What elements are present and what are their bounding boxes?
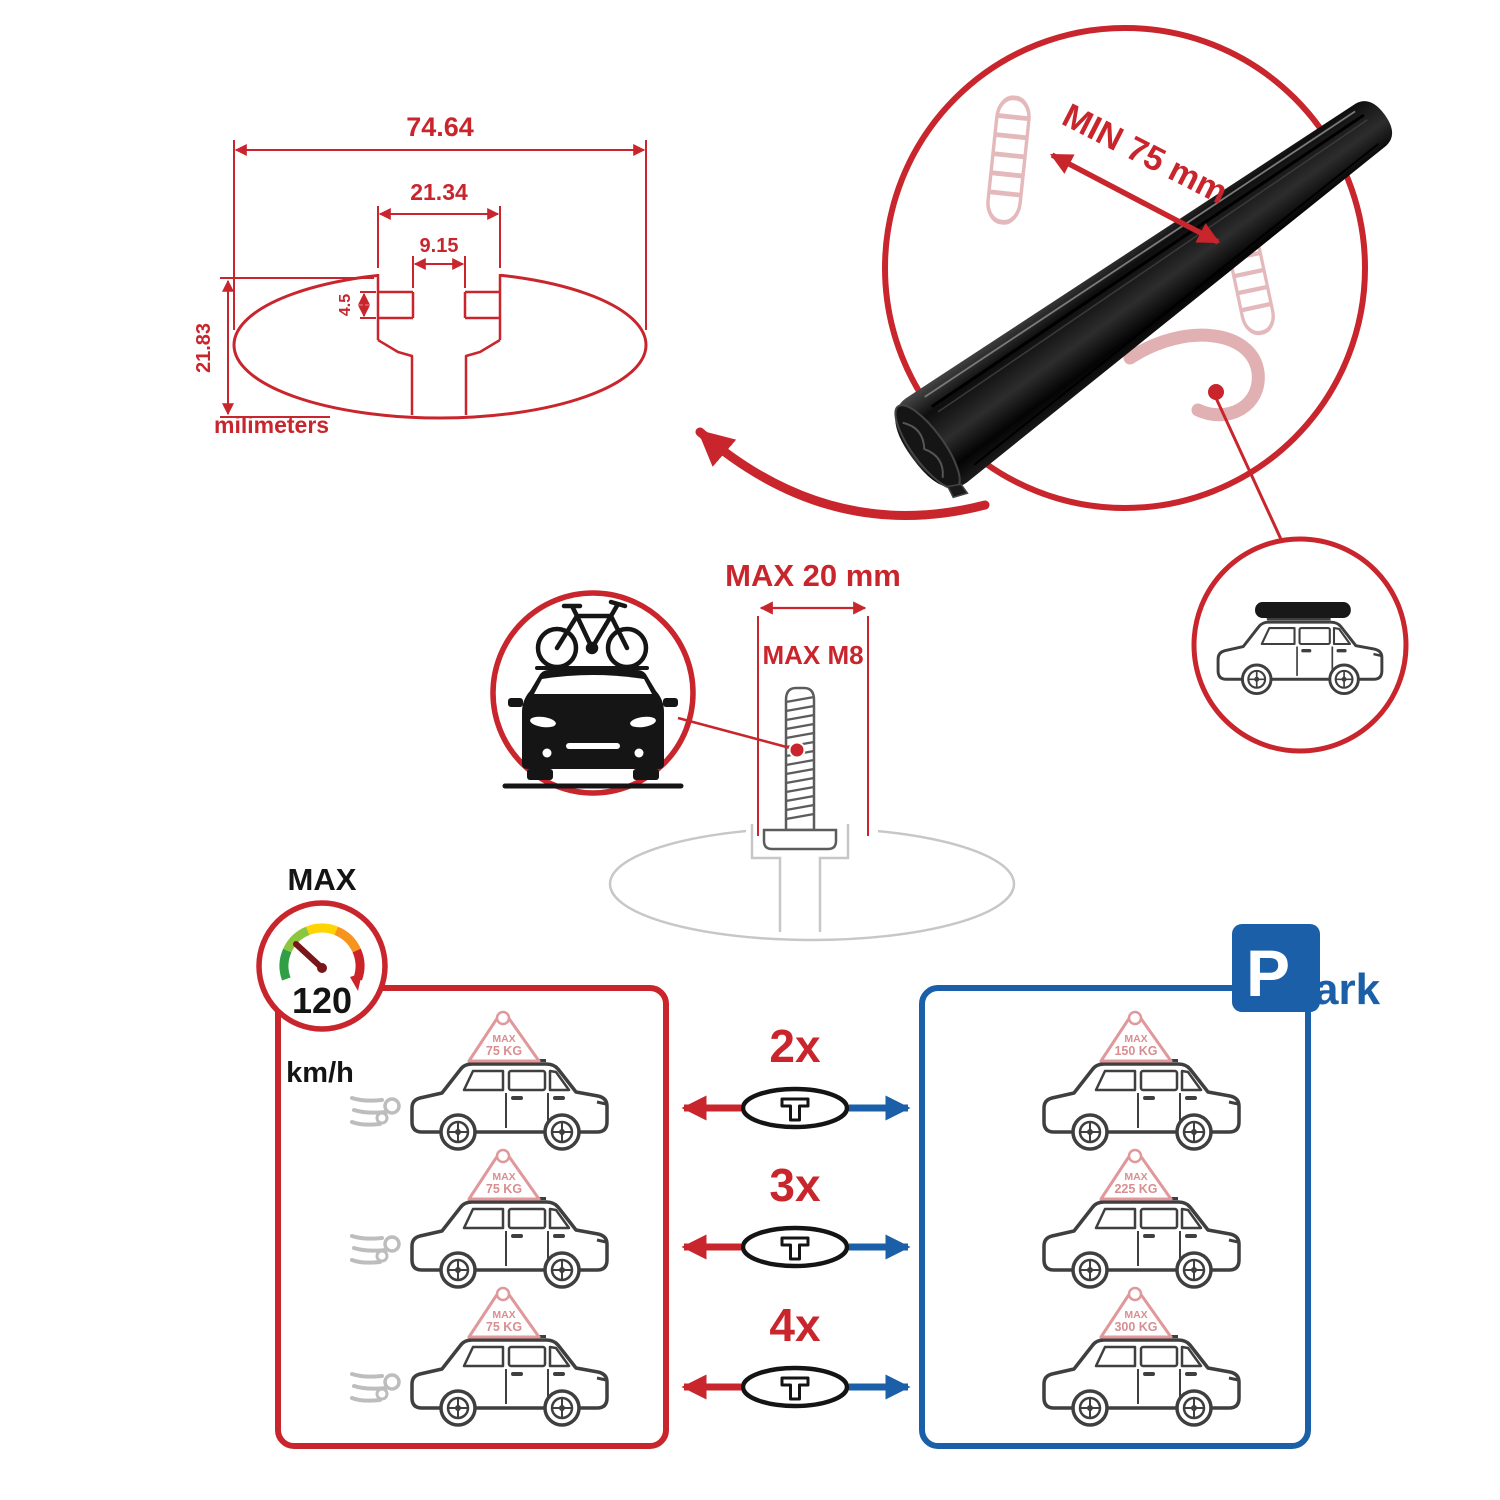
bolt-dimension-lines bbox=[757, 601, 869, 836]
bag-weight-label: 75 KG bbox=[486, 1182, 522, 1196]
crossbar-section-icon bbox=[743, 1228, 847, 1266]
bag-max-label: MAX bbox=[492, 1309, 515, 1321]
mount-point-dot bbox=[1208, 384, 1224, 400]
bag-weight-label: 225 KG bbox=[1114, 1182, 1157, 1196]
dim-slot-width: 9.15 bbox=[420, 235, 459, 257]
park-sign-board bbox=[1232, 924, 1320, 1012]
bag-weight-label: 75 KG bbox=[486, 1320, 522, 1334]
dim-units-label: milimeters bbox=[214, 412, 329, 438]
crossbar-section-icon bbox=[743, 1089, 847, 1127]
gauge-arrow-tip bbox=[350, 973, 362, 991]
bag-max-label: MAX bbox=[492, 1033, 515, 1045]
dim-profile-height: 21.83 bbox=[193, 323, 215, 373]
multiplier-label: 4x bbox=[769, 1299, 821, 1351]
bolt-max-thread-label: MAX M8 bbox=[762, 640, 863, 670]
detail-to-profile-arrow bbox=[695, 427, 990, 520]
bag-max-label: MAX bbox=[1124, 1033, 1147, 1045]
multiplier-row-3: 4x bbox=[681, 1299, 911, 1406]
speed-value: 120 bbox=[292, 980, 352, 1021]
bag-weight-label: 300 KG bbox=[1114, 1320, 1157, 1334]
multiplier-label: 2x bbox=[769, 1020, 821, 1072]
moving-car-2: MAX 75 KG bbox=[350, 1148, 607, 1287]
roofbox-suv-circle bbox=[1191, 536, 1409, 754]
bag-max-label: MAX bbox=[1124, 1171, 1147, 1183]
parked-car-1: MAX 150 KG bbox=[1044, 1010, 1239, 1149]
gauge-needle bbox=[293, 941, 325, 971]
car-front-icon bbox=[502, 670, 684, 789]
dim-channel-width: 21.34 bbox=[410, 179, 468, 205]
crossbar-detail-circle: MIN 75 mm bbox=[882, 25, 1393, 511]
bag-weight-label: 150 KG bbox=[1114, 1044, 1157, 1058]
speedometer: MAX 120 km/h bbox=[256, 862, 388, 1089]
bolt-diagram: MAX 20 mm MAX M8 bbox=[608, 558, 1016, 942]
park-sign-suffix: ark bbox=[1314, 965, 1381, 1014]
bike-to-bolt-leader bbox=[677, 716, 795, 751]
speed-max-label: MAX bbox=[288, 862, 357, 897]
detail-to-suv-connector bbox=[1214, 397, 1287, 549]
moving-car-1: MAX 75 KG bbox=[350, 1010, 607, 1149]
roof-cargo-box bbox=[1255, 602, 1351, 618]
bag-max-label: MAX bbox=[492, 1171, 515, 1183]
profile-t-slot bbox=[376, 274, 502, 415]
parked-car-2: MAX 225 KG bbox=[1044, 1148, 1239, 1287]
t-bolt bbox=[762, 686, 838, 851]
bolt-max-width-label: MAX 20 mm bbox=[725, 558, 901, 593]
parked-car-3: MAX 300 KG bbox=[1044, 1286, 1239, 1425]
crossbar-section-icon bbox=[743, 1368, 847, 1406]
park-sign: P ark bbox=[1232, 924, 1381, 1014]
mount-strap bbox=[1123, 328, 1265, 422]
park-sign-letter: P bbox=[1246, 936, 1290, 1010]
profile-dimension-diagram: 74.64 21.34 9.15 4.5 21.83 milimeters bbox=[193, 112, 648, 438]
bike-car-circle bbox=[490, 590, 696, 796]
multiplier-row-1: 2x bbox=[681, 1020, 911, 1127]
dimension-lines bbox=[220, 140, 647, 418]
moving-car-3: MAX 75 KG bbox=[350, 1286, 607, 1425]
multiplier-label: 3x bbox=[769, 1159, 821, 1211]
bolt-point-dot bbox=[788, 741, 806, 759]
bag-weight-label: 75 KG bbox=[486, 1044, 522, 1058]
dim-lip-depth: 4.5 bbox=[337, 294, 354, 316]
bag-max-label: MAX bbox=[1124, 1309, 1147, 1321]
speed-units: km/h bbox=[286, 1057, 354, 1089]
min-span-arrow bbox=[1050, 152, 1220, 245]
crossbar-3d bbox=[894, 101, 1393, 499]
multiplier-row-2: 3x bbox=[681, 1159, 911, 1266]
dim-total-width: 74.64 bbox=[406, 112, 474, 142]
